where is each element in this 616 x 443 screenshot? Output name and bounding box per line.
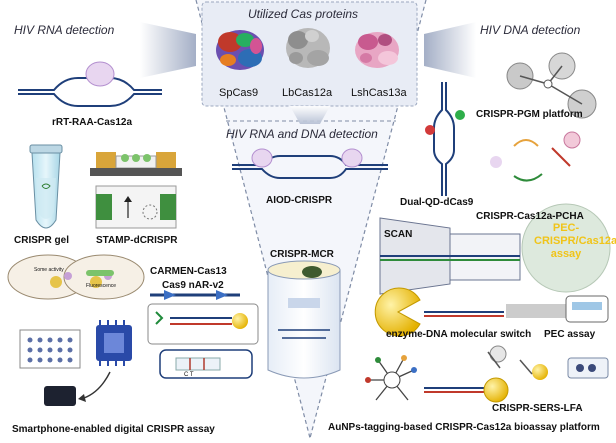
center-triangle bbox=[196, 0, 426, 438]
label-crispr-gel: CRISPR gel bbox=[14, 235, 70, 246]
aunp-star-icon bbox=[365, 355, 417, 401]
carmen-droplets-icon bbox=[7, 254, 145, 300]
section-title-cas: Utilized Cas proteins bbox=[248, 7, 359, 21]
flow-arrow-icon bbox=[83, 371, 111, 399]
crispr-gel-tube-icon bbox=[29, 144, 63, 229]
label-smartphone-assay: Smartphone-enabled digital CRISPR assay bbox=[12, 424, 215, 435]
label-crispr-mcr: CRISPR-MCR bbox=[270, 249, 334, 260]
aunp-conjugate-icon bbox=[424, 377, 509, 403]
label-dual-qd-dcas9: Dual-QD-dCas9 bbox=[400, 197, 474, 208]
protein-label-lbcas12a: LbCas12a bbox=[282, 87, 333, 99]
cas12a-protein-icon bbox=[85, 61, 115, 87]
label-carmen-cas13: CARMEN-Cas13 bbox=[150, 266, 227, 277]
cas9-nar-icon bbox=[147, 290, 259, 345]
label-crispr-cas12a-pcha: CRISPR-Cas12a-PCHA bbox=[476, 211, 584, 222]
arrow-right-decor bbox=[424, 22, 476, 78]
pec-badge-text: PEC-CRISPR/Cas12a assay bbox=[534, 222, 616, 261]
label-rrt-raa-cas12a: rRT-RAA-Cas12a bbox=[52, 117, 133, 128]
lshcas13a-structure-icon bbox=[355, 32, 399, 68]
pec-electrode-icon bbox=[506, 295, 609, 323]
label-stamp-dcrispr: STAMP-dCRISPR bbox=[96, 235, 178, 246]
pgm-particle-icon bbox=[506, 52, 597, 119]
label-crispr-sers-lfa: CRISPR-SERS-LFA bbox=[492, 403, 583, 414]
pec-badge-circle bbox=[521, 203, 611, 293]
spcas9-structure-icon bbox=[216, 30, 264, 70]
section-title-rna: HIV RNA detection bbox=[14, 23, 115, 37]
divider-left bbox=[195, 0, 311, 439]
section-title-both: HIV RNA and DNA detection bbox=[226, 127, 378, 141]
lateral-flow-strip-icon bbox=[159, 349, 253, 379]
divider-right bbox=[309, 0, 427, 439]
section-title-dna: HIV DNA detection bbox=[480, 23, 581, 37]
label-crispr-pgm: CRISPR-PGM platform bbox=[476, 109, 583, 120]
processor-chip-icon bbox=[96, 320, 132, 366]
mcr-cylinder-icon bbox=[267, 260, 341, 379]
label-scan: SCAN bbox=[384, 229, 413, 240]
carmen-note-fluorescence: Fluorescence bbox=[86, 283, 117, 289]
stamp-chip-icon bbox=[90, 152, 182, 229]
enzyme-switch-icon bbox=[374, 287, 504, 337]
carmen-note-activity: Some activity bbox=[34, 267, 64, 273]
sers-lfa-icon bbox=[487, 345, 609, 380]
dual-qd-dna-icon bbox=[433, 82, 455, 196]
test-strip-marks: C T bbox=[184, 372, 194, 378]
label-aiod-crispr: AIOD-CRISPR bbox=[266, 195, 333, 206]
arrow-left-decor bbox=[140, 22, 196, 78]
label-aunps-bioassay: AuNPs-tagging-based CRISPR-Cas12a bioass… bbox=[328, 422, 600, 433]
label-enzyme-dna-switch: enzyme-DNA molecular switch bbox=[386, 329, 532, 340]
label-cas9-nar-v2: Cas9 nAR-v2 bbox=[162, 280, 224, 291]
digital-chip-icon bbox=[19, 329, 81, 369]
scan-nanopore-icon bbox=[379, 217, 521, 295]
protein-label-spcas9: SpCas9 bbox=[219, 87, 259, 99]
smartphone-icon bbox=[44, 386, 76, 406]
label-pec-assay: PEC assay bbox=[544, 329, 596, 340]
pcha-fragments-icon bbox=[490, 131, 581, 182]
arrow-down-decor bbox=[290, 106, 330, 124]
protein-label-lshcas13a: LshCas13a bbox=[351, 87, 407, 99]
lbcas12a-structure-icon bbox=[286, 28, 330, 68]
